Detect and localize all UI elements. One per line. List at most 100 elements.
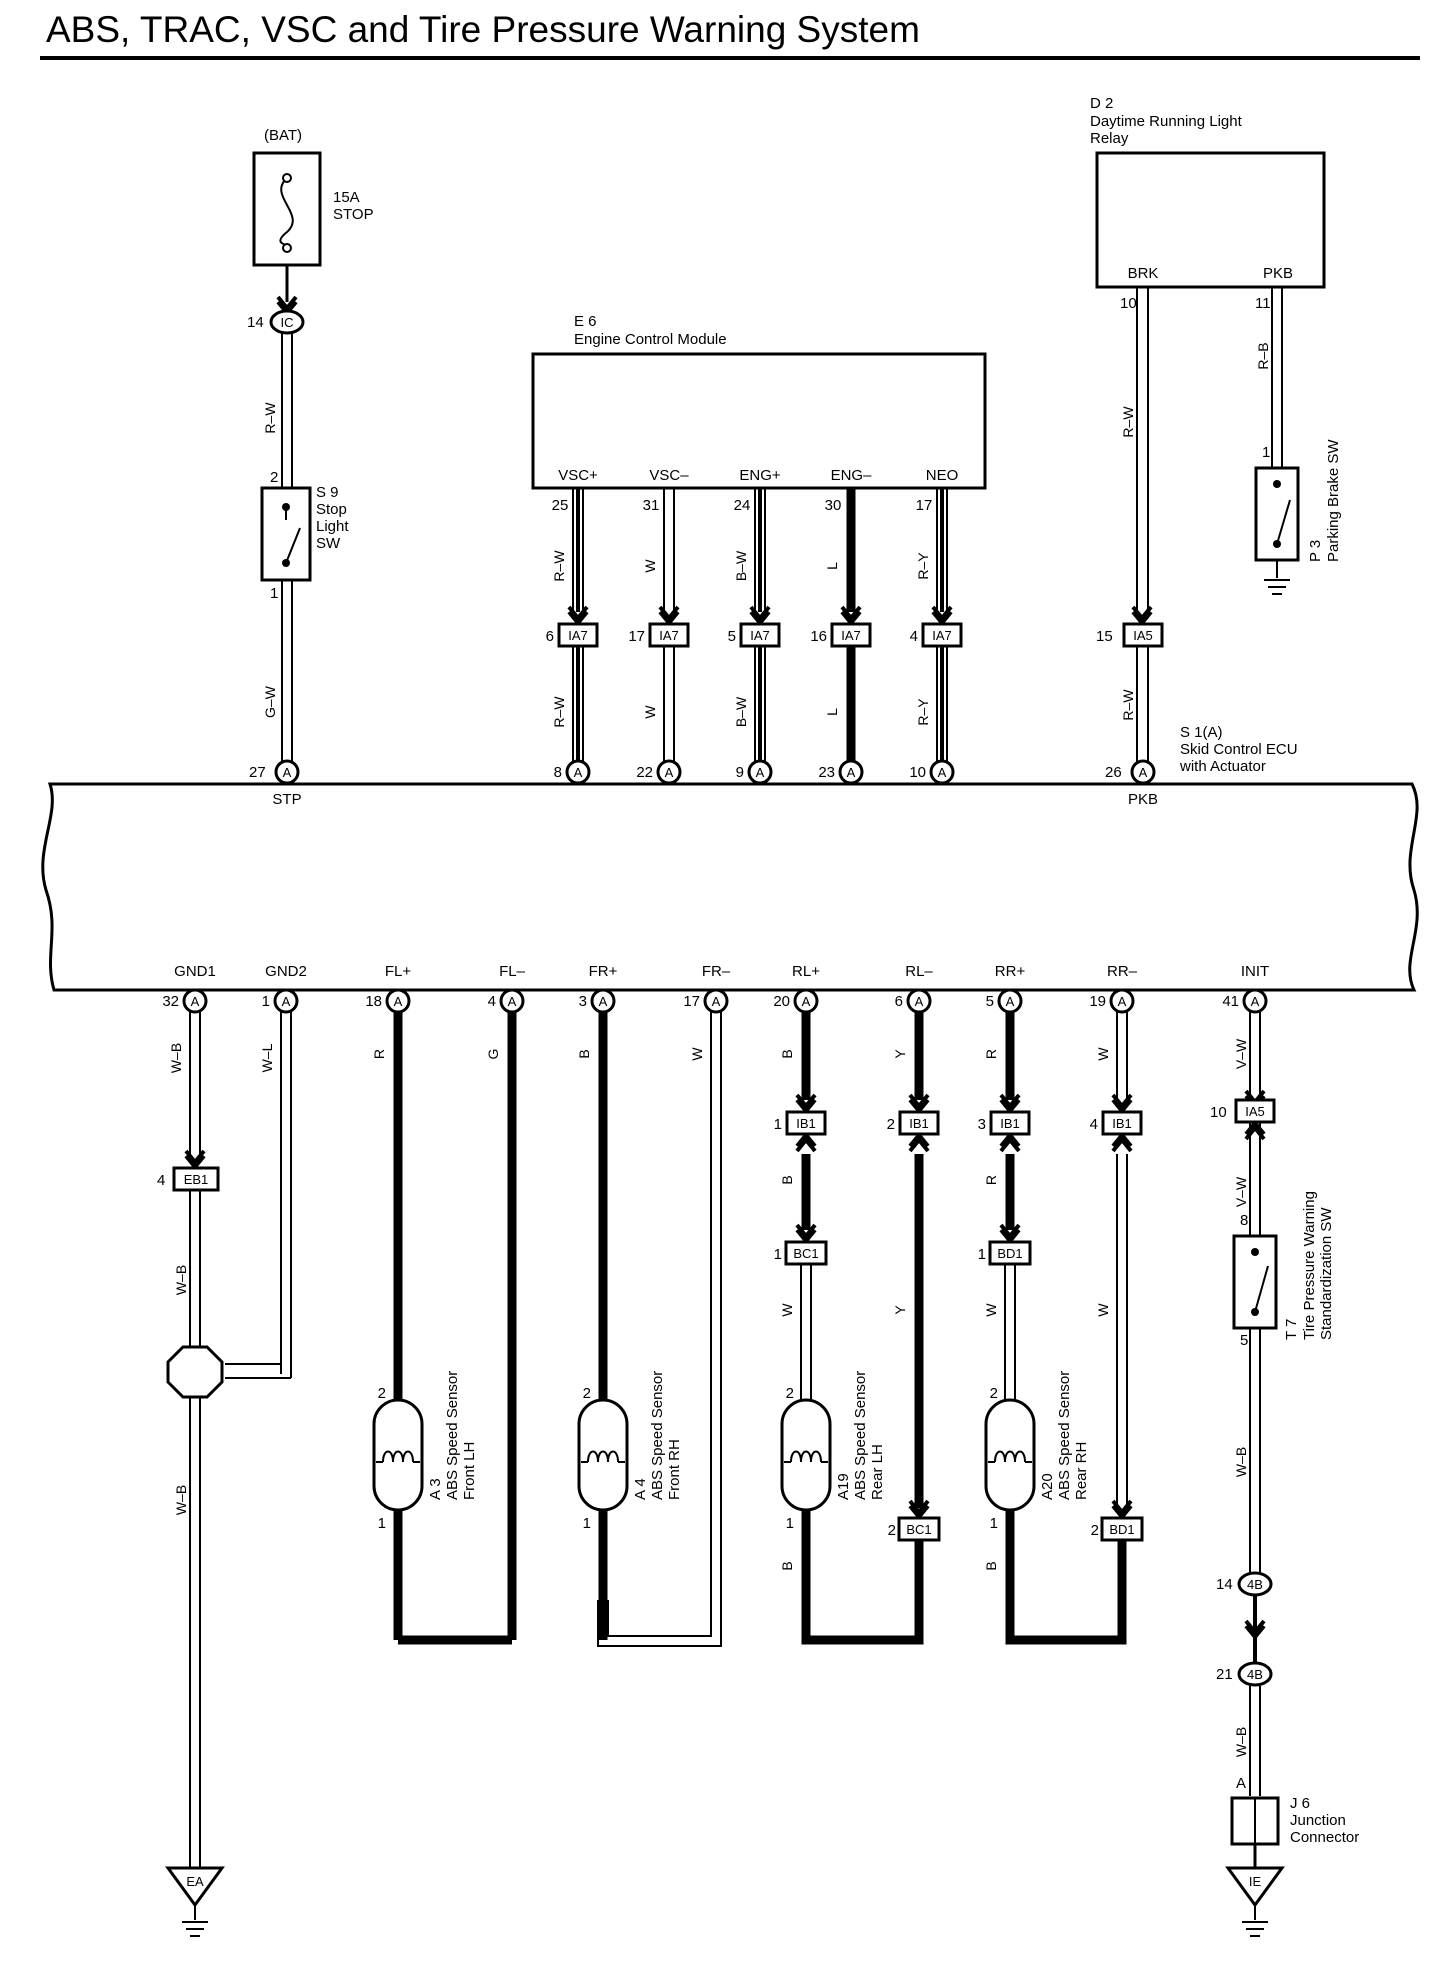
sensor-name: Front LH <box>461 1442 478 1500</box>
wire-rw-stop <box>281 333 293 488</box>
diagram-title: ABS, TRAC, VSC and Tire Pressure Warning… <box>46 9 920 50</box>
ecm-wire-group: VSC+25R–WIA76R–WA8TRC+VSC–31WIA717WA22TR… <box>546 467 963 808</box>
fuse-terminal <box>282 243 292 253</box>
connector-letter: A <box>1118 994 1127 1009</box>
pin-number: 15 <box>1096 628 1113 645</box>
ecu-terminal: INIT <box>1241 963 1269 980</box>
connector-label: IB1 <box>796 1116 816 1131</box>
connector-letter: A <box>599 994 608 1009</box>
pin-number: 2 <box>1091 1522 1099 1539</box>
connector-letter: A <box>756 765 765 780</box>
wire-color: B–W <box>733 550 749 581</box>
pin-number: A <box>1236 1775 1246 1792</box>
ecm-terminal: ENG+ <box>739 467 781 484</box>
pin-number: 17 <box>628 628 645 645</box>
wire-color: W <box>1095 1303 1111 1317</box>
junction-id: J 6 <box>1290 1795 1310 1812</box>
pin-number: 2 <box>888 1522 896 1539</box>
switch-contact <box>1273 480 1281 488</box>
wire-color: B <box>576 1049 592 1058</box>
bat-label: (BAT) <box>264 127 302 144</box>
connector-ia5 <box>1122 622 1164 648</box>
pin-number: 17 <box>683 993 700 1010</box>
pin-number: 2 <box>990 1385 998 1402</box>
connector-label: IA7 <box>568 628 588 643</box>
connector-letter: A <box>394 994 403 1009</box>
wire-color: R–W <box>551 550 567 582</box>
coil-icon <box>587 1450 619 1463</box>
tp-sw-name: Standardization SW <box>1318 1207 1335 1340</box>
wire-color: V–W <box>1233 1176 1249 1207</box>
connector-letter: A <box>1139 765 1148 780</box>
pin-number: 4 <box>910 628 918 645</box>
ecu-terminal: PKB <box>1128 791 1158 808</box>
connector-label: EB1 <box>184 1172 209 1187</box>
pin-number: 23 <box>818 764 835 781</box>
coil-icon <box>790 1450 822 1463</box>
wire-rb-pkb <box>1271 287 1283 468</box>
wire-color: L <box>824 562 840 570</box>
connector-letter: A <box>283 765 292 780</box>
connector-label: 4B <box>1247 1577 1263 1592</box>
connector-ic <box>269 309 305 335</box>
stop-sw-name: Light <box>316 518 349 535</box>
ecu-terminal: RL– <box>905 963 933 980</box>
switch-contact <box>1251 1248 1259 1256</box>
ecu-terminal: RL+ <box>792 963 820 980</box>
connector-letter: A <box>938 765 947 780</box>
ecu-pin-connector <box>274 759 300 785</box>
skid-control-ecu <box>41 782 1419 992</box>
speed-sensor-icon <box>984 1398 1036 1512</box>
connector-letter: A <box>915 994 924 1009</box>
wire-color: B <box>983 1561 999 1570</box>
tp-sw-name: Tire Pressure Warning <box>1301 1191 1318 1340</box>
coil-icon <box>994 1450 1026 1463</box>
drl-relay <box>1095 151 1326 289</box>
pin-number: 8 <box>1240 1212 1248 1229</box>
ecu-pin-connector <box>273 988 299 1014</box>
sensor-name: Front RH <box>666 1439 683 1500</box>
pin-number: 2 <box>887 1116 895 1133</box>
connector-label: IA5 <box>1133 628 1153 643</box>
connector-label: BC1 <box>906 1522 931 1537</box>
pin-number: 31 <box>643 497 660 514</box>
wire-color: R–W <box>551 696 567 728</box>
ecm-terminal: VSC+ <box>558 467 598 484</box>
pin-number: 20 <box>773 993 790 1010</box>
switch-blade <box>1276 499 1291 545</box>
arrow-down-icon <box>658 605 680 624</box>
connector-label: IB1 <box>909 1116 929 1131</box>
arrow-down-icon <box>1131 605 1153 624</box>
ecu-terminal: RR+ <box>995 963 1026 980</box>
switch-blade <box>1254 1265 1269 1313</box>
ecm-id: E 6 <box>574 313 597 330</box>
connector-letter: A <box>802 994 811 1009</box>
connector-letter: A <box>847 765 856 780</box>
wire-color: W–L <box>259 1043 275 1072</box>
sensor-name: ABS Speed Sensor <box>1056 1371 1073 1500</box>
ecu-terminal: FR+ <box>589 963 618 980</box>
wire-color: R–B <box>1255 342 1271 369</box>
relay-terminal: BRK <box>1128 265 1159 282</box>
wire-color: W <box>642 559 658 573</box>
wire-color: B <box>779 1561 795 1570</box>
sensor-name: ABS Speed Sensor <box>852 1371 869 1500</box>
wire-rw-pkb <box>1136 646 1149 762</box>
drl-name: Daytime Running Light <box>1090 113 1243 130</box>
connector-label: IA7 <box>932 628 952 643</box>
connector-label: 4B <box>1247 1667 1263 1682</box>
arrow-up-icon <box>1244 1122 1266 1141</box>
wire-vw-init <box>1249 1012 1261 1236</box>
stop-sw-name: SW <box>316 535 341 552</box>
sensor-id: A 4 <box>632 1478 649 1500</box>
pin-number: 1 <box>774 1116 782 1133</box>
pin-number: 1 <box>262 993 270 1010</box>
connector-letter: A <box>712 994 721 1009</box>
inline-connector <box>648 622 690 648</box>
wire-color: Y <box>892 1305 908 1315</box>
stop-light-switch <box>260 486 312 582</box>
pin-number: 2 <box>583 1385 591 1402</box>
pin-number: 19 <box>1089 993 1106 1010</box>
connector-label: BD1 <box>1109 1522 1134 1537</box>
